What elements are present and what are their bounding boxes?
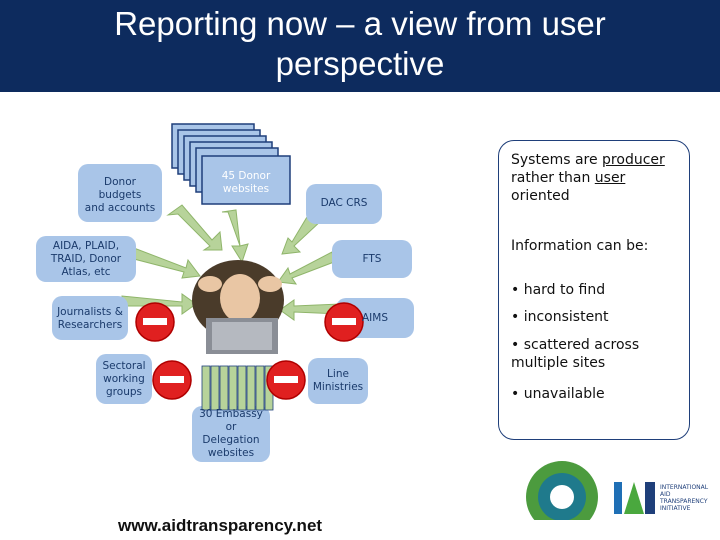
arrow-from-fts [277,251,335,285]
stop-sign-icon [152,360,192,400]
donor-websites-stack [171,123,291,205]
stressed-user-illustration [192,260,284,354]
aims-label: AIMS [361,312,388,324]
aida-label: AIDA, PLAID, TRAID, Donor Atlas, etc [50,240,122,278]
donor-budgets-label: Donor budgets and accounts [84,176,156,214]
arrow-from-aida [129,247,201,279]
iati-logo-text: INTERNATIONAL AID TRANSPARENCY INITIATIV… [660,484,709,512]
panel-intro: Systems are producer rather than user or… [511,152,665,204]
stop-sign-icon [324,302,364,342]
arrow-from-donor-websites [221,209,249,264]
panel-info-heading: Information can be: [511,238,649,254]
donor-websites-label: 45 Donor websites [221,170,271,195]
stop-sign-icon [266,360,306,400]
fts-label: FTS [362,253,382,265]
reporting-diagram [36,123,655,520]
panel-bullet-2: • inconsistent [511,309,609,325]
sectoral-label: Sectoral working groups [102,360,146,398]
line-ministries-box [308,358,368,404]
stop-sign-icon [135,302,175,342]
slide-title-line-2: perspective [275,45,445,82]
panel-bullet-3: • scattered across multiple sites [511,337,640,371]
title-bar: Reporting now – a view from user perspec… [0,0,720,92]
arrows-group [121,204,341,321]
embassy-stack [201,365,274,411]
journalists-box [52,296,128,340]
slide-title: Reporting now – a view from user perspec… [20,4,700,84]
dac-crs-box [306,184,382,224]
journalists-label: Journalists & Researchers [57,306,123,331]
sectoral-box [96,354,152,404]
dac-crs-label: DAC CRS [320,197,368,209]
panel-bullet-1: • hard to find [511,282,606,298]
aid-logo [526,461,598,520]
iati-logo [614,482,655,514]
embassy-box [192,406,270,462]
panel-bullet-4: • unavailable [511,386,605,402]
embassy-label: 30 Embassy or Delegation websites [199,408,263,459]
donor-budgets-box [78,164,162,222]
line-ministries-label: Line Ministries [312,368,364,393]
arrow-from-donor-budgets [166,204,223,251]
aida-box [36,236,136,282]
slide-title-line-1: Reporting now – a view from user [114,5,606,42]
right-callout-panel: Systems are producer rather than user or… [498,140,690,440]
fts-box [332,240,412,278]
website-url[interactable]: www.aidtransparency.net [118,516,323,535]
